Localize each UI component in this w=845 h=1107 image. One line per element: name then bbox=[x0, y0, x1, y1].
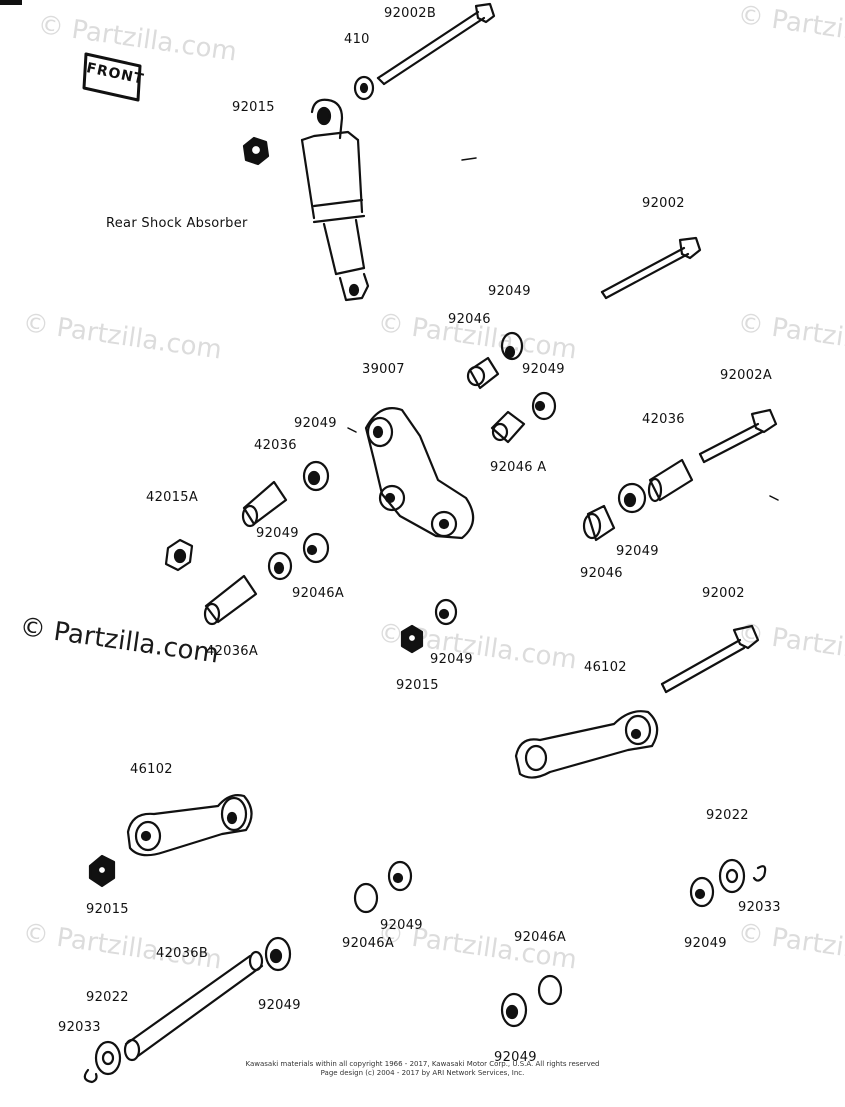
copyright-line-2: Page design (c) 2004 - 2017 by ARI Netwo… bbox=[320, 1069, 525, 1077]
label-92002B: 92002B bbox=[384, 6, 437, 21]
label-42015A: 42015A bbox=[146, 490, 199, 505]
washer-92022-left bbox=[94, 1040, 122, 1076]
nut-42015A bbox=[164, 538, 194, 572]
label-410: 410 bbox=[344, 32, 370, 47]
label-92033-left: 92033 bbox=[58, 1020, 101, 1035]
copyright-line-1: Kawasaki materials within all copyright … bbox=[245, 1060, 600, 1068]
bolt-92002-top bbox=[600, 236, 702, 300]
label-42036-left: 42036 bbox=[254, 438, 297, 453]
bushing-92046-upper bbox=[466, 356, 500, 390]
label-92046-a: 92046 bbox=[448, 312, 491, 327]
label-92015-bottom: 92015 bbox=[86, 902, 129, 917]
label-46102-right: 46102 bbox=[584, 660, 627, 675]
bearing-92049-mid bbox=[434, 598, 458, 626]
label-92002-top: 92002 bbox=[642, 196, 685, 211]
circlip-92033-left bbox=[83, 1068, 98, 1084]
label-92033-right: 92033 bbox=[738, 900, 781, 915]
sleeve-42036-left bbox=[241, 480, 288, 528]
label-92049-j: 92049 bbox=[494, 1050, 537, 1065]
label-92046A-a: 92046 A bbox=[490, 460, 547, 475]
label-92015-top: 92015 bbox=[232, 100, 275, 115]
circlip-92033-right bbox=[752, 865, 767, 882]
label-42036-right: 42036 bbox=[642, 412, 685, 427]
label-92049-a: 92049 bbox=[488, 284, 531, 299]
bushing-92046A-left bbox=[302, 532, 330, 564]
label-42036A: 42036A bbox=[206, 644, 259, 659]
label-92046A-c: 92046A bbox=[514, 930, 567, 945]
label-92002-mid: 92002 bbox=[702, 586, 745, 601]
rear-shock-absorber bbox=[300, 98, 370, 302]
label-rear-shock-absorber: Rear Shock Absorber bbox=[106, 216, 248, 231]
label-92046A-d: 92046A bbox=[342, 936, 395, 951]
bearing-92049-upper bbox=[500, 331, 524, 361]
bushing-92049-left-mid bbox=[267, 551, 293, 581]
sleeve-42036B bbox=[123, 950, 264, 1062]
label-92046-b: 92046 bbox=[580, 566, 623, 581]
label-92049-h: 92049 bbox=[684, 936, 727, 951]
label-92046A-b: 92046A bbox=[292, 586, 345, 601]
bushing-92046A-bottom-center bbox=[353, 860, 413, 914]
label-92049-c: 92049 bbox=[294, 416, 337, 431]
label-42036B: 42036B bbox=[156, 946, 209, 961]
washer-410 bbox=[353, 75, 375, 101]
label-92015-mid: 92015 bbox=[396, 678, 439, 693]
bushing-92049-pair bbox=[490, 391, 557, 444]
nut-92015-bottom bbox=[88, 854, 116, 888]
tie-rod-46102-left bbox=[126, 794, 253, 857]
bolt-92002B bbox=[376, 2, 496, 86]
label-92049-b: 92049 bbox=[522, 362, 565, 377]
label-39007: 39007 bbox=[362, 362, 405, 377]
label-92002A: 92002A bbox=[720, 368, 773, 383]
bolt-92002-mid bbox=[660, 624, 760, 694]
label-92049-e: 92049 bbox=[616, 544, 659, 559]
sleeve-42036-right bbox=[647, 458, 694, 503]
washer-92022-right bbox=[718, 858, 746, 894]
bushing-92046-right bbox=[582, 504, 616, 542]
tie-rod-46102-right bbox=[514, 710, 659, 779]
label-92049-i: 92049 bbox=[258, 998, 301, 1013]
bearing-92049-bottom-right bbox=[689, 876, 715, 908]
bearing-92049-left-upper bbox=[302, 460, 330, 492]
front-tag-icon bbox=[82, 52, 142, 102]
bearing-92049-right bbox=[617, 482, 647, 514]
sleeve-42036A bbox=[203, 574, 258, 626]
label-92049-f: 92049 bbox=[430, 652, 473, 667]
nut-92015-top bbox=[242, 136, 270, 166]
label-46102-left: 46102 bbox=[130, 762, 173, 777]
bushing-92046A-bottom-right bbox=[500, 974, 563, 1028]
nut-92015-mid bbox=[400, 624, 424, 654]
label-92049-d: 92049 bbox=[256, 526, 299, 541]
label-92022-left: 92022 bbox=[86, 990, 129, 1005]
label-92049-g: 92049 bbox=[380, 918, 423, 933]
bearing-92049-bottom-left bbox=[264, 936, 292, 972]
label-92022-right: 92022 bbox=[706, 808, 749, 823]
bolt-92002A bbox=[698, 408, 778, 464]
link-39007 bbox=[364, 407, 475, 540]
